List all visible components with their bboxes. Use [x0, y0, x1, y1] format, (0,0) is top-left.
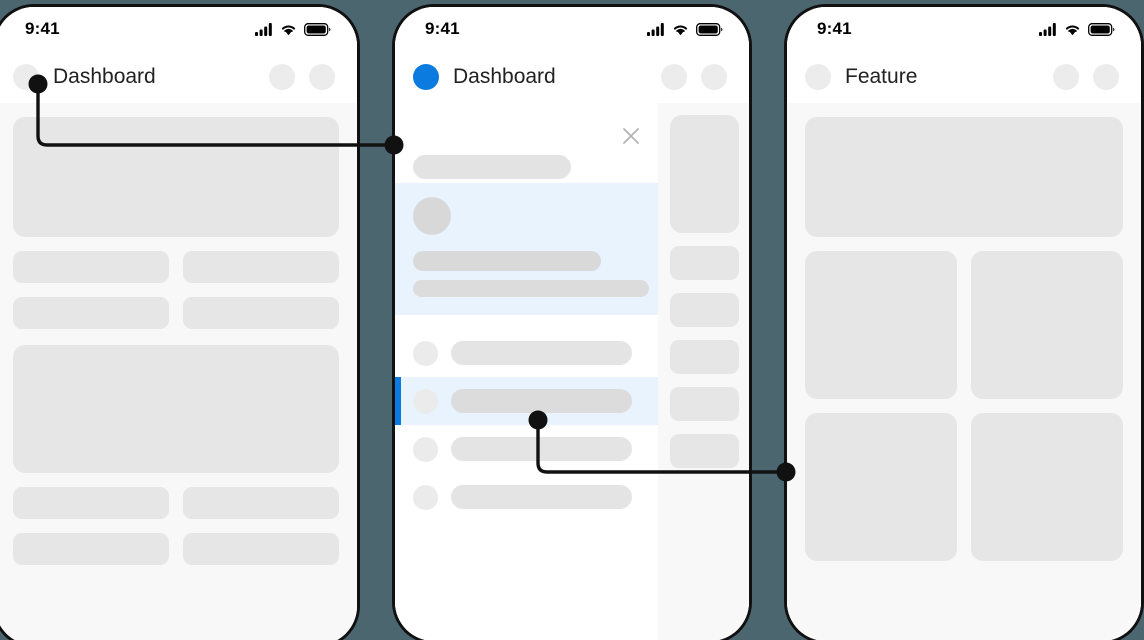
pill-card[interactable]: [670, 246, 739, 280]
drawer-menu-item[interactable]: [395, 425, 658, 473]
pill-card[interactable]: [670, 293, 739, 327]
tile-grid: [805, 251, 1123, 399]
status-time: 9:41: [25, 19, 60, 38]
action-circle-icon[interactable]: [701, 64, 727, 90]
pill-card[interactable]: [13, 533, 169, 565]
pill-card[interactable]: [670, 340, 739, 374]
feature-content: [787, 103, 1141, 640]
drawer-profile-card[interactable]: [395, 183, 658, 315]
pill-card[interactable]: [183, 487, 339, 519]
battery-icon: [1088, 22, 1115, 36]
pill-row: [13, 297, 339, 329]
pill-card[interactable]: [183, 533, 339, 565]
screen-dashboard: 9:41: [0, 7, 357, 640]
tile-card[interactable]: [805, 413, 957, 561]
hero-card[interactable]: [670, 115, 739, 233]
avatar: [413, 197, 451, 235]
pill-card[interactable]: [670, 434, 739, 468]
menu-item-label-placeholder: [451, 485, 632, 509]
menu-item-icon: [413, 436, 438, 462]
action-circle-icon[interactable]: [1093, 64, 1119, 90]
phone-frame-drawer: 9:41: [392, 4, 752, 640]
back-circle-icon[interactable]: [805, 64, 831, 90]
spacer: [395, 315, 658, 329]
nav-bar-dashboard: Dashboard: [0, 51, 357, 103]
pill-card[interactable]: [13, 251, 169, 283]
battery-icon: [304, 22, 331, 36]
wifi-icon: [673, 25, 688, 35]
cellular-signal-icon: [255, 22, 272, 36]
close-icon[interactable]: [622, 127, 640, 145]
status-bar: 9:41: [395, 7, 749, 51]
action-circle-icon[interactable]: [309, 64, 335, 90]
page-title: Feature: [845, 65, 918, 88]
nav-actions: [661, 64, 727, 90]
pill-row: [13, 251, 339, 283]
profile-title-placeholder: [413, 251, 601, 271]
pill-card[interactable]: [13, 487, 169, 519]
search-input[interactable]: [413, 155, 571, 179]
dashboard-content: [0, 103, 357, 640]
nav-bar-feature: Feature: [787, 51, 1141, 103]
action-circle-icon[interactable]: [269, 64, 295, 90]
tile-card[interactable]: [971, 413, 1123, 561]
drawer-menu-item[interactable]: [395, 473, 658, 521]
tile-card[interactable]: [971, 251, 1123, 399]
status-icons: [255, 22, 331, 36]
menu-item-label-placeholder: [451, 437, 632, 461]
status-bar: 9:41: [0, 7, 357, 51]
drawer-menu-item[interactable]: [395, 329, 658, 377]
menu-item-icon: [413, 340, 438, 366]
pill-card[interactable]: [670, 387, 739, 421]
phone-frame-dashboard: 9:41: [0, 4, 360, 640]
menu-item-icon: [413, 484, 438, 510]
drawer-menu-item-selected[interactable]: [395, 377, 658, 425]
menu-item-label-placeholder: [451, 341, 632, 365]
cellular-signal-icon: [647, 22, 664, 36]
action-circle-icon[interactable]: [1053, 64, 1079, 90]
page-title: Dashboard: [53, 65, 156, 88]
screen-feature: 9:41: [787, 7, 1141, 640]
wifi-icon: [1065, 25, 1080, 35]
spacer: [13, 329, 339, 345]
hero-card[interactable]: [13, 117, 339, 237]
drawer-header: [395, 111, 658, 183]
tile-card[interactable]: [805, 251, 957, 399]
pill-row: [13, 533, 339, 565]
tile-grid: [805, 413, 1123, 561]
status-time: 9:41: [817, 19, 852, 38]
menu-dot-icon[interactable]: [13, 64, 39, 90]
phone-frame-feature: 9:41: [784, 4, 1144, 640]
status-icons: [647, 22, 723, 36]
status-time: 9:41: [425, 19, 460, 38]
pill-row: [13, 487, 339, 519]
status-icons: [1039, 22, 1115, 36]
pill-card[interactable]: [183, 251, 339, 283]
nav-actions: [269, 64, 335, 90]
battery-icon: [696, 22, 723, 36]
pill-card[interactable]: [183, 297, 339, 329]
wifi-icon: [281, 25, 296, 35]
hero-card[interactable]: [805, 117, 1123, 237]
page-title: Dashboard: [453, 65, 556, 88]
cellular-signal-icon: [1039, 22, 1056, 36]
menu-item-icon: [413, 388, 438, 414]
menu-dot-icon[interactable]: [413, 64, 439, 90]
hero-card[interactable]: [13, 345, 339, 473]
profile-subtitle-placeholder: [413, 280, 649, 297]
status-bar: 9:41: [787, 7, 1141, 51]
nav-bar-dashboard-drawer: Dashboard: [395, 51, 749, 103]
action-circle-icon[interactable]: [661, 64, 687, 90]
menu-item-label-placeholder: [451, 389, 632, 413]
screen-dashboard-drawer: 9:41: [395, 7, 749, 640]
nav-actions: [1053, 64, 1119, 90]
background-content-peek: [658, 103, 749, 640]
pill-card[interactable]: [13, 297, 169, 329]
navigation-drawer: [395, 111, 658, 640]
